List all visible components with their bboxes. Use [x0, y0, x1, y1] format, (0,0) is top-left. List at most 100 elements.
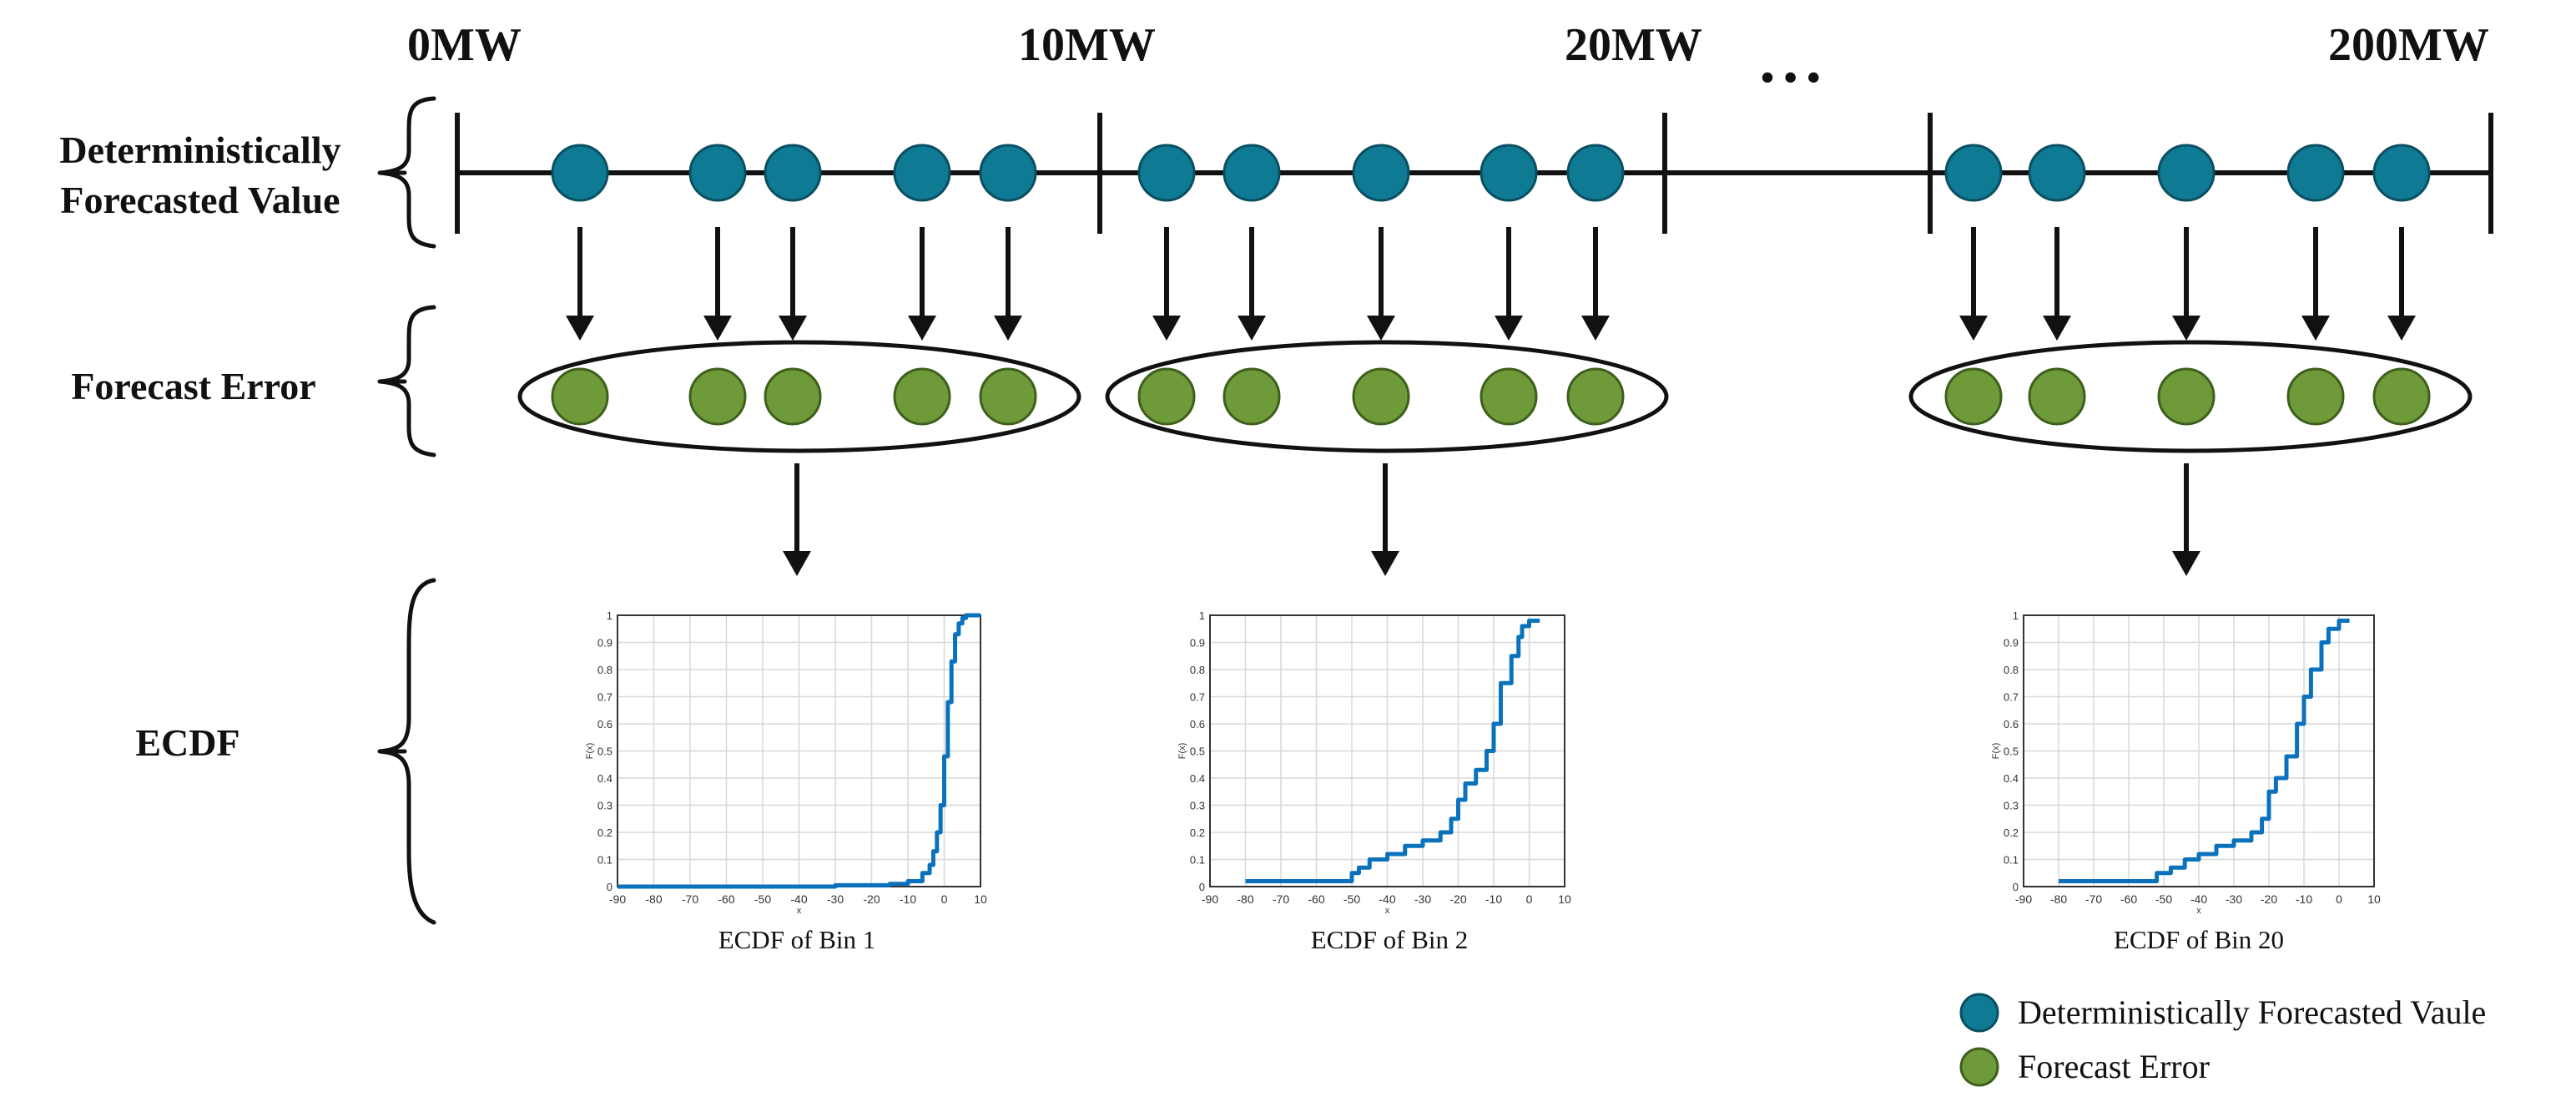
deterministic-dot-bin1-4 — [1566, 144, 1625, 202]
arrow-down-bin2-3-head — [2301, 316, 2330, 341]
ecdf-plot-frame-2 — [2023, 614, 2375, 887]
ecdf-ytick-label-0-7: 0.7 — [597, 691, 612, 704]
ecdf-xtick-label-2-10: 10 — [2367, 892, 2381, 906]
dots-layer — [551, 144, 2431, 426]
ecdf-title-bin1: ECDF of Bin 1 — [718, 925, 876, 954]
deterministic-dot-bin2-1 — [2028, 144, 2086, 202]
ecdf-xtick-label-1-4: -50 — [1343, 892, 1360, 906]
row-label-ecdf: ECDF — [135, 721, 239, 764]
deterministic-dot-bin0-0 — [551, 144, 609, 202]
ecdf-xtick-label-2-8: -10 — [2296, 892, 2312, 906]
ecdf-xlabel-1: x — [1385, 906, 1390, 916]
legend-deterministic-icon — [1959, 993, 1999, 1033]
ecdf-ytick-label-0-3: 0.3 — [597, 800, 612, 812]
ecdf-ytick-label-0-1: 0.1 — [597, 854, 612, 867]
arrow-down-bin0-3-head — [908, 316, 936, 341]
ecdf-xtick-label-2-1: -80 — [2050, 892, 2067, 906]
ecdf-xtick-label-1-7: -20 — [1449, 892, 1466, 906]
ecdf-xtick-label-0-7: -20 — [863, 892, 880, 906]
deterministic-dot-bin0-3 — [893, 144, 951, 202]
arrow-down-bin1-0-head — [1152, 316, 1181, 341]
error-dot-bin1-2 — [1352, 367, 1410, 426]
ecdf-title-bin20: ECDF of Bin 20 — [2114, 925, 2284, 954]
ecdf-ytick-label-0-5: 0.5 — [597, 746, 612, 758]
ecdf-ytick-label-0-2: 0.2 — [597, 826, 612, 839]
ecdf-xtick-label-2-4: -50 — [2155, 892, 2172, 906]
row-label-deterministic-line2: Forecasted Value — [60, 179, 340, 221]
arrow-down-bin2-0-head — [1959, 316, 1988, 341]
ecdf-xtick-label-2-5: -40 — [2190, 892, 2207, 906]
ecdf-xtick-label-1-10: 10 — [1558, 892, 1571, 906]
ecdf-xlabel-0: x — [797, 906, 802, 916]
ecdf-ytick-label-0-0: 0 — [607, 881, 612, 893]
ecdf-xtick-label-2-6: -30 — [2226, 892, 2242, 906]
ecdf-ytick-label-2-8: 0.8 — [2004, 664, 2019, 676]
ecdf-ytick-label-0-4: 0.4 — [597, 772, 612, 785]
ecdf-xtick-label-1-1: -80 — [1237, 892, 1253, 906]
ecdf-xtick-label-1-0: -90 — [1202, 892, 1218, 906]
ecdf-xtick-label-2-7: -20 — [2261, 892, 2277, 906]
ecdf-xtick-label-1-2: -70 — [1273, 892, 1289, 906]
ecdf-title-bin2: ECDF of Bin 2 — [1311, 925, 1469, 954]
legend-forecast-error-icon — [1959, 1047, 1999, 1087]
deterministic-dot-bin1-1 — [1222, 144, 1281, 202]
ecdf-xtick-label-0-10: 10 — [974, 892, 987, 906]
ecdf-xtick-label-2-3: -60 — [2120, 892, 2137, 906]
error-dot-bin2-0 — [1944, 367, 2003, 426]
error-dot-bin1-4 — [1566, 367, 1625, 426]
ecdf-xtick-label-2-9: 0 — [2336, 892, 2342, 906]
legend-forecast-error-label: Forecast Error — [2018, 1048, 2210, 1085]
ecdf-ytick-label-0-6: 0.6 — [597, 718, 612, 730]
legend-deterministic-label: Deterministically Forecasted Vaule — [2018, 993, 2486, 1031]
ecdf-ytick-label-1-5: 0.5 — [1190, 746, 1205, 758]
axis-label-10mw: 10MW — [1018, 19, 1156, 71]
arrow-down-bin2-1-head — [2043, 316, 2071, 341]
arrow-down-bin0-0-head — [566, 316, 594, 341]
ecdf-ytick-label-1-4: 0.4 — [1190, 772, 1205, 785]
row-label-deterministic-line1: Deterministically — [59, 129, 340, 171]
ecdf-ytick-label-2-7: 0.7 — [2004, 691, 2019, 704]
ecdf-ytick-label-1-1: 0.1 — [1190, 854, 1205, 867]
ecdf-ylabel-0: F(x) — [585, 743, 595, 760]
ecdf-ytick-label-2-6: 0.6 — [2004, 718, 2019, 730]
ecdf-ylabel-1: F(x) — [1177, 743, 1187, 760]
ecdf-ytick-label-1-3: 0.3 — [1190, 800, 1205, 812]
arrow-down-bin1-3-head — [1495, 316, 1523, 341]
error-dot-bin2-4 — [2372, 367, 2431, 426]
ecdf-xtick-label-0-3: -60 — [718, 892, 734, 906]
ecdf-ytick-label-2-3: 0.3 — [2004, 800, 2019, 812]
ecdf-xtick-label-1-3: -60 — [1308, 892, 1324, 906]
ecdf-curve-0 — [618, 613, 980, 889]
arrow-down-bin0-2-head — [779, 316, 807, 341]
error-dot-bin0-3 — [893, 367, 951, 426]
deterministic-dot-bin2-3 — [2286, 144, 2345, 202]
ecdf-ytick-label-0-9: 0.9 — [597, 637, 612, 650]
ecdf-xtick-label-0-2: -70 — [682, 892, 698, 906]
error-dot-bin0-0 — [551, 367, 609, 426]
arrow-down-bin1-1-head — [1238, 316, 1266, 341]
deterministic-dot-bin0-1 — [688, 144, 747, 202]
error-group-ellipse-bin20 — [1908, 340, 2473, 453]
ecdf-xtick-label-0-8: -10 — [900, 892, 916, 906]
deterministic-dot-bin2-4 — [2372, 144, 2431, 202]
ecdf-xtick-label-1-8: -10 — [1485, 892, 1502, 906]
arrow-down-bin1-4-head — [1581, 316, 1610, 341]
axis-label-200mw: 200MW — [2328, 19, 2489, 71]
ellipsis-dots: • • • — [1761, 56, 1820, 99]
ecdf-xtick-label-0-6: -30 — [827, 892, 844, 906]
error-group-ellipse-bin1 — [517, 340, 1081, 453]
deterministic-dot-bin2-0 — [1944, 144, 2003, 202]
ecdf-curve-2 — [2059, 619, 2350, 883]
row-label-forecast-error: Forecast Error — [71, 365, 315, 407]
arrow-to-chart-bin20-head — [2172, 551, 2200, 576]
deterministic-dot-bin2-2 — [2157, 144, 2216, 202]
error-dot-bin1-3 — [1480, 367, 1538, 426]
error-dot-bin0-1 — [688, 367, 747, 426]
lower-arrows — [783, 463, 2200, 576]
error-group-ellipse-bin2 — [1105, 340, 1669, 453]
ecdf-ytick-label-2-0: 0 — [2013, 881, 2019, 893]
arrow-down-bin2-2-head — [2172, 316, 2200, 341]
ecdf-ytick-label-0-8: 0.8 — [597, 664, 612, 676]
